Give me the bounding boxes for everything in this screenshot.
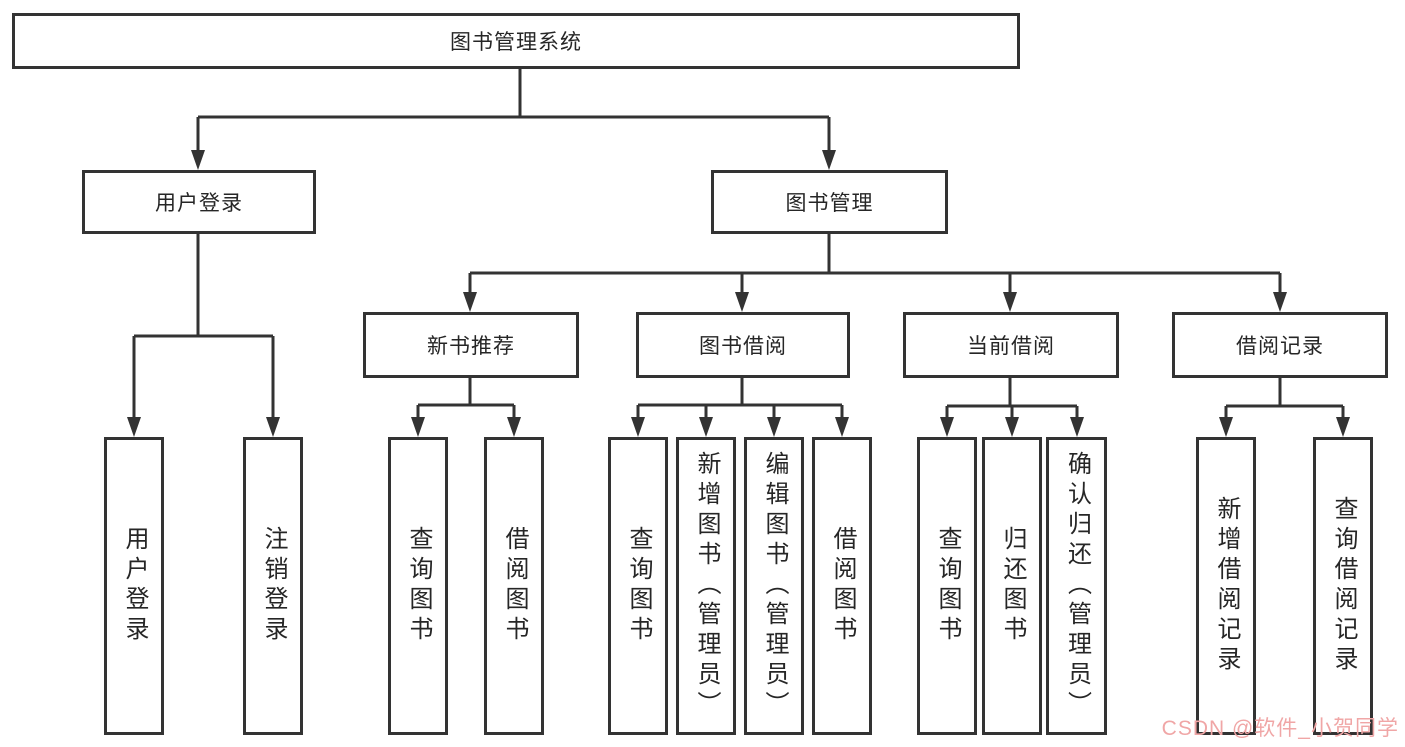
leaf-confirm-return-admin-label: 确认归还（管理员） <box>1063 451 1091 721</box>
leaf-query-book-borrow-label: 查询图书 <box>625 526 652 646</box>
connector-root <box>196 68 831 151</box>
node-root-system-label: 图书管理系统 <box>450 31 582 54</box>
leaf-query-book-borrow: 查询图书 <box>608 437 668 735</box>
leaf-add-book-admin: 新增图书（管理员） <box>676 437 736 735</box>
node-new-book-recommend: 新书推荐 <box>363 312 579 378</box>
connector-book-borrow <box>636 378 844 418</box>
leaf-borrow-book-recommend-label: 借阅图书 <box>501 526 528 646</box>
leaf-logout-label: 注销登录 <box>260 526 287 646</box>
connector-new-book-recommend <box>416 378 516 418</box>
arrowheads <box>127 150 1350 437</box>
node-user-login: 用户登录 <box>82 170 316 234</box>
leaf-add-borrow-record: 新增借阅记录 <box>1196 437 1256 735</box>
leaf-query-borrow-record: 查询借阅记录 <box>1313 437 1373 735</box>
node-book-management-label: 图书管理 <box>785 192 874 215</box>
leaf-edit-book-admin-label: 编辑图书（管理员） <box>761 451 788 721</box>
leaf-add-book-admin-label: 新增图书（管理员） <box>693 451 720 721</box>
node-book-management: 图书管理 <box>711 170 948 234</box>
leaf-return-book-label: 归还图书 <box>999 526 1026 646</box>
node-root-system: 图书管理系统 <box>12 13 1020 69</box>
node-borrow-record: 借阅记录 <box>1172 312 1388 378</box>
leaf-borrow-book-recommend: 借阅图书 <box>484 437 544 735</box>
leaf-add-borrow-record-label: 新增借阅记录 <box>1213 496 1240 676</box>
node-borrow-record-label: 借阅记录 <box>1236 335 1324 358</box>
node-current-borrow: 当前借阅 <box>903 312 1119 378</box>
leaf-query-book-current-label: 查询图书 <box>934 526 961 646</box>
leaf-return-book: 归还图书 <box>982 437 1042 735</box>
connector-current-borrow <box>945 378 1079 418</box>
leaf-query-book-recommend: 查询图书 <box>388 437 448 735</box>
leaf-edit-book-admin: 编辑图书（管理员） <box>744 437 804 735</box>
connector-book-management <box>468 234 1282 293</box>
node-book-borrow: 图书借阅 <box>636 312 850 378</box>
node-new-book-recommend-label: 新书推荐 <box>427 335 515 358</box>
leaf-user-login-label: 用户登录 <box>121 526 148 646</box>
node-user-login-label: 用户登录 <box>155 192 243 215</box>
leaf-borrow-book-label: 借阅图书 <box>829 526 856 646</box>
leaf-confirm-return-admin: 确认归还（管理员） <box>1046 437 1107 735</box>
leaf-query-book-recommend-label: 查询图书 <box>405 526 432 646</box>
node-current-borrow-label: 当前借阅 <box>967 335 1055 358</box>
leaf-query-borrow-record-label: 查询借阅记录 <box>1330 496 1357 676</box>
leaf-borrow-book: 借阅图书 <box>812 437 872 735</box>
leaf-user-login: 用户登录 <box>104 437 164 735</box>
connector-user-login <box>132 234 275 418</box>
leaf-query-book-current: 查询图书 <box>917 437 977 735</box>
node-book-borrow-label: 图书借阅 <box>699 335 787 358</box>
leaf-logout: 注销登录 <box>243 437 303 735</box>
csdn-watermark: CSDN @软件_小贺同学 <box>1161 717 1399 740</box>
connector-borrow-record <box>1224 378 1345 418</box>
